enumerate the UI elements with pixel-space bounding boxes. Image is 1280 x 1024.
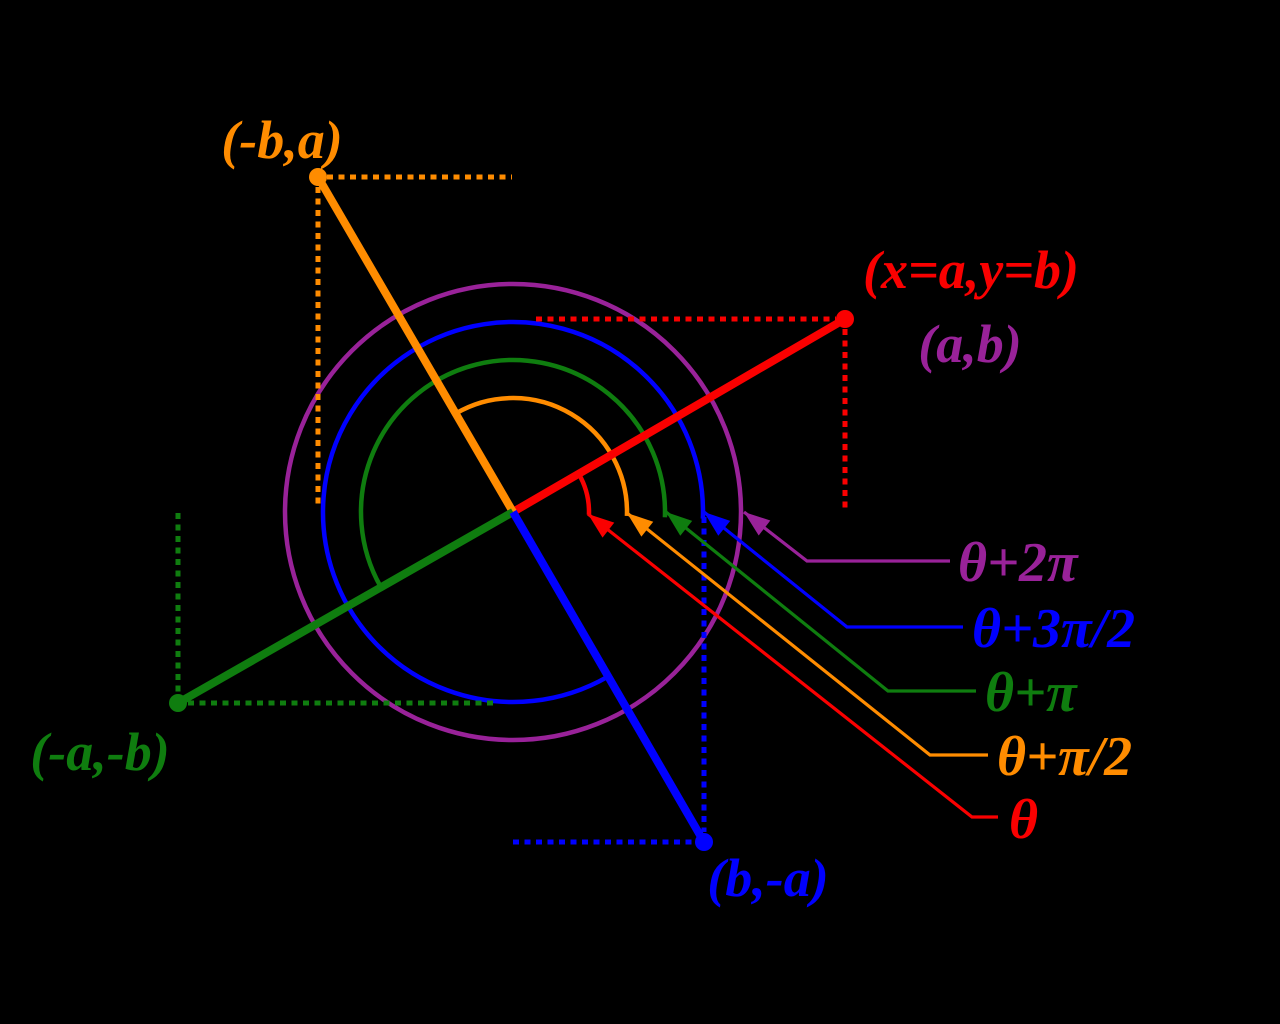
label-angle-theta-arrowhead-icon <box>588 514 615 538</box>
arc-theta-plus-half-pi <box>454 395 630 517</box>
label-angle-theta-plus-3pi2: θ+3π/2 <box>972 598 1135 660</box>
label-point-neg-b-a: (-b,a) <box>221 110 342 170</box>
label-angle-theta-plus-3pi2-arrowhead-icon <box>704 512 731 536</box>
label-angle-theta-plus-pi-arrowhead-icon <box>666 512 693 536</box>
label-point-x-a-y-b: (x=a,y=b) <box>863 240 1079 300</box>
ray-theta-plus-3half-pi-point-marker <box>695 833 713 851</box>
ray-theta-plus-3half-pi <box>509 509 708 845</box>
label-angle-theta-plus-pi2: θ+π/2 <box>997 726 1132 788</box>
label-point-neg-a-neg-b: (-a,-b) <box>30 722 169 782</box>
label-angle-theta: θ <box>1009 789 1038 851</box>
label-point-a-b: (a,b) <box>918 314 1021 374</box>
arc-theta-plus-3half-pi <box>320 319 706 705</box>
label-angle-theta-plus-3pi2-leader-line <box>702 510 963 629</box>
arc-theta-plus-2pi <box>282 281 744 743</box>
label-angle-theta-plus-pi2-leader-line <box>626 511 988 757</box>
label-point-b-neg-a: (b,-a) <box>707 848 828 908</box>
ray-theta <box>510 315 848 516</box>
label-angle-theta-plus-2pi: θ+2π <box>958 532 1079 594</box>
label-angle-theta-plus-pi: θ+π <box>985 662 1078 724</box>
ray-theta-point-marker <box>836 310 854 328</box>
ray-theta-plus-half-pi <box>314 174 517 515</box>
ray-theta-plus-half-pi-point-marker <box>309 168 327 186</box>
ray-theta-plus-pi <box>176 508 515 707</box>
ray-theta-plus-pi-point-marker <box>169 694 187 712</box>
label-angle-theta-plus-pi2-arrowhead-icon <box>627 513 654 537</box>
label-angle-theta-plus-2pi-leader-line <box>743 510 950 563</box>
label-angle-theta-plus-2pi-arrowhead-icon <box>744 512 771 536</box>
label-angle-theta-plus-pi-leader-line <box>664 510 976 693</box>
label-angle-theta-leader-line <box>587 512 998 819</box>
